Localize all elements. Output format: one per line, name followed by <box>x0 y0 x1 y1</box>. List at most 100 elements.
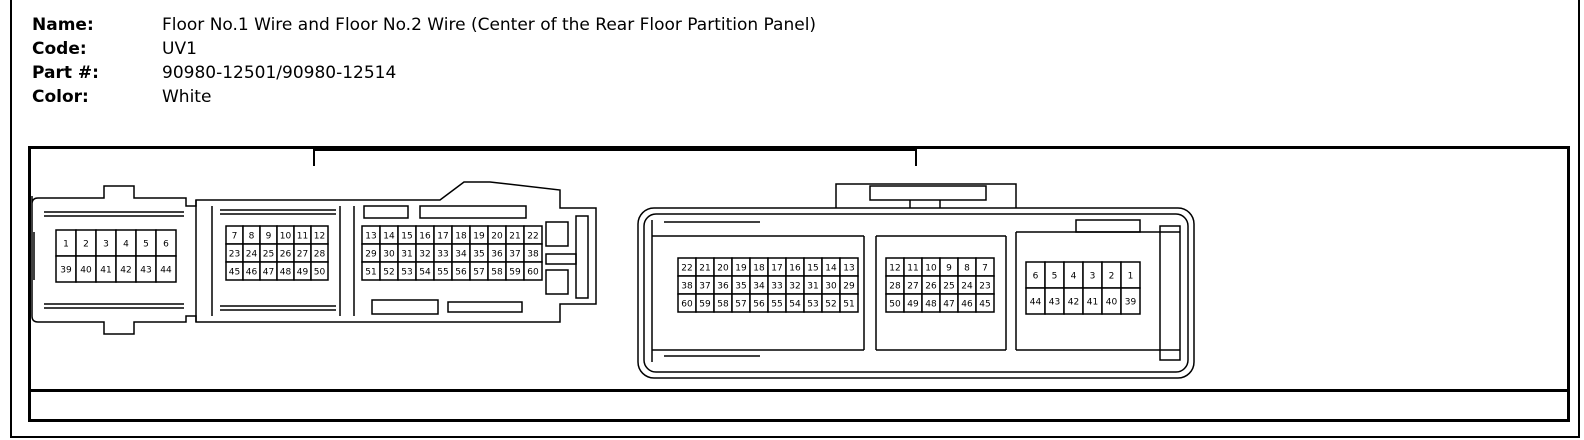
pin-number: 48 <box>280 268 292 278</box>
pin-number: 31 <box>807 282 818 292</box>
pin-number: 28 <box>314 250 326 260</box>
pin-number: 33 <box>771 282 782 292</box>
pin-number: 10 <box>280 232 292 242</box>
pin-cell <box>310 261 329 281</box>
pin-number: 11 <box>297 232 308 242</box>
pin-number: 53 <box>401 268 412 278</box>
pin-number: 56 <box>455 268 467 278</box>
pin-number: 11 <box>907 264 918 274</box>
pin-number: 25 <box>943 282 954 292</box>
pin-number: 21 <box>699 264 710 274</box>
pin-number: 52 <box>383 268 394 278</box>
pin-number: 21 <box>509 232 520 242</box>
pin-number: 2 <box>83 240 89 250</box>
pin-number: 18 <box>455 232 467 242</box>
pin-number: 7 <box>982 264 988 274</box>
pin-number: 23 <box>229 250 240 260</box>
pin-number: 10 <box>925 264 937 274</box>
pin-number: 33 <box>437 250 448 260</box>
pin-number: 30 <box>383 250 395 260</box>
pin-number: 12 <box>314 232 325 242</box>
pin-number: 54 <box>419 268 431 278</box>
pin-number: 27 <box>907 282 918 292</box>
pin-number: 52 <box>825 300 836 310</box>
pin-number: 59 <box>699 300 711 310</box>
pin-number: 55 <box>437 268 448 278</box>
pin-number: 46 <box>961 300 973 310</box>
pin-number: 23 <box>979 282 990 292</box>
pin-number: 17 <box>437 232 448 242</box>
pin-number: 26 <box>925 282 937 292</box>
pin-number: 44 <box>160 266 172 276</box>
pin-number: 1 <box>1128 272 1134 282</box>
pin-number: 46 <box>246 268 258 278</box>
pin-number: 17 <box>771 264 782 274</box>
color-value: White <box>162 87 212 107</box>
pin-number: 40 <box>80 266 92 276</box>
part-label: Part #: <box>32 63 99 83</box>
code-value: UV1 <box>162 39 197 59</box>
pin-number: 13 <box>843 264 854 274</box>
pin-number: 20 <box>717 264 729 274</box>
pin-number: 37 <box>699 282 710 292</box>
pin-number: 4 <box>1071 272 1077 282</box>
pin-cell <box>1120 287 1141 315</box>
pin-number: 53 <box>807 300 818 310</box>
pin-number: 3 <box>103 240 109 250</box>
pin-number: 60 <box>527 268 539 278</box>
pin-number: 40 <box>1106 298 1118 308</box>
pin-number: 9 <box>266 232 272 242</box>
pin-number: 16 <box>419 232 431 242</box>
pin-number: 38 <box>527 250 539 260</box>
pin-number: 60 <box>681 300 693 310</box>
pin-number: 25 <box>263 250 274 260</box>
pin-number: 50 <box>889 300 901 310</box>
pin-number: 4 <box>123 240 129 250</box>
right-connector-housing <box>637 183 1195 379</box>
pin-number: 14 <box>825 264 837 274</box>
pin-number: 2 <box>1109 272 1115 282</box>
pin-number: 9 <box>946 264 952 274</box>
pin-number: 35 <box>735 282 746 292</box>
pin-number: 36 <box>717 282 729 292</box>
pin-number: 43 <box>140 266 151 276</box>
pin-number: 47 <box>943 300 954 310</box>
pin-number: 56 <box>753 300 765 310</box>
pin-number: 58 <box>717 300 729 310</box>
pin-number: 42 <box>120 266 131 276</box>
pin-number: 49 <box>297 268 309 278</box>
pin-number: 32 <box>789 282 800 292</box>
pin-number: 48 <box>925 300 937 310</box>
name-label: Name: <box>32 15 94 35</box>
pin-number: 57 <box>735 300 746 310</box>
pin-number: 47 <box>263 268 274 278</box>
pin-number: 18 <box>753 264 765 274</box>
pin-number: 54 <box>789 300 801 310</box>
pin-number: 59 <box>509 268 521 278</box>
pin-number: 30 <box>825 282 837 292</box>
pin-number: 58 <box>491 268 503 278</box>
pin-number: 41 <box>1087 298 1098 308</box>
pin-number: 29 <box>843 282 855 292</box>
pin-number: 57 <box>473 268 484 278</box>
pin-number: 1 <box>63 240 69 250</box>
pin-number: 19 <box>735 264 747 274</box>
pin-number: 6 <box>1033 272 1039 282</box>
left-connector-housing <box>31 181 597 335</box>
pin-number: 41 <box>100 266 111 276</box>
pin-number: 13 <box>365 232 376 242</box>
pin-number: 8 <box>964 264 970 274</box>
pin-number: 38 <box>681 282 693 292</box>
pin-number: 6 <box>163 240 169 250</box>
pin-number: 14 <box>383 232 395 242</box>
pin-number: 39 <box>1125 298 1137 308</box>
pin-number: 22 <box>527 232 538 242</box>
pin-number: 27 <box>297 250 308 260</box>
pin-cell <box>155 255 177 283</box>
